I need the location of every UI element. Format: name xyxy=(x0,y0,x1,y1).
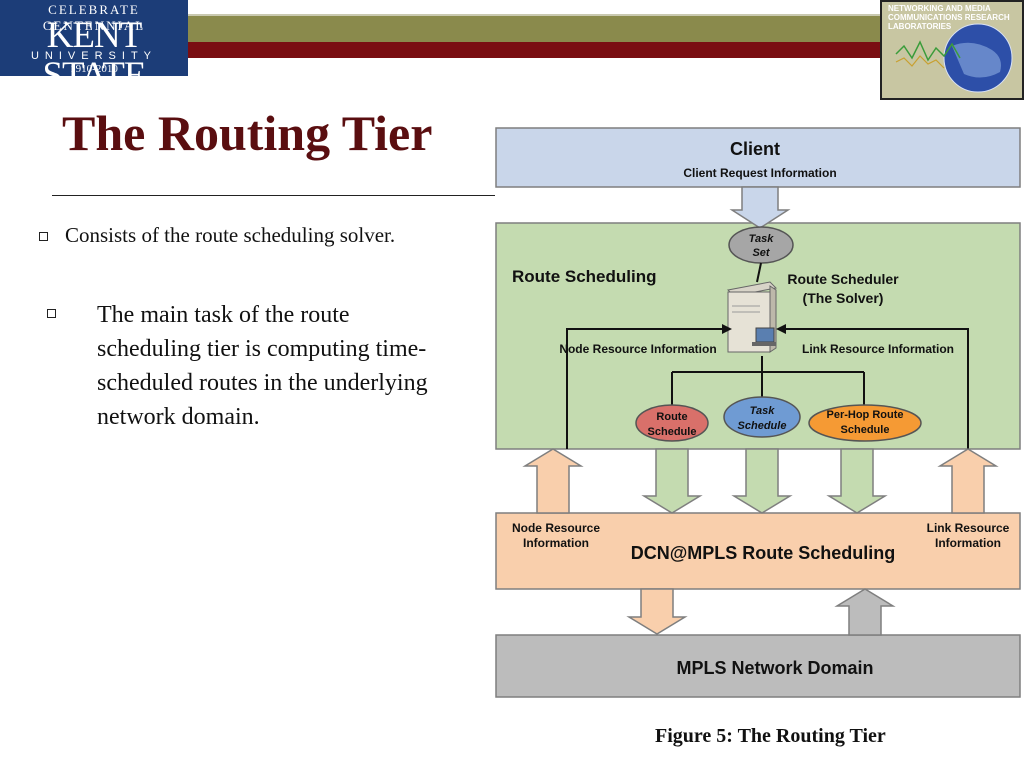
task-schedule-ellipse xyxy=(723,396,801,438)
logo-years-text: 1910-2010 xyxy=(70,63,118,75)
task-schedule-down-arrow xyxy=(731,448,793,514)
kent-state-logo: CELEBRATE CENTENNIAL KENT STATE UNIVERSI… xyxy=(0,0,188,96)
bullet-square-2 xyxy=(47,309,56,318)
link-resource-line xyxy=(786,328,969,449)
node-resource-info-label: Node Resource Information xyxy=(559,342,716,356)
client-request-arrow xyxy=(729,186,791,229)
client-title: Client xyxy=(730,139,780,159)
dcn-to-mpls-arrow xyxy=(626,588,688,635)
logo-arc-text: CELEBRATE CENTENNIAL xyxy=(42,2,146,33)
routing-tier-diagram: Client Client Request Information Route … xyxy=(495,127,1021,698)
header-olive-bar xyxy=(188,16,880,42)
route-schedule-down-arrow xyxy=(641,448,703,514)
header-top-line xyxy=(188,14,880,16)
dcn-link-line1: Link Resource xyxy=(927,521,1010,535)
perhop-line1: Per-Hop Route xyxy=(827,409,904,421)
link-resource-up-arrow xyxy=(937,448,999,514)
task-set-connector xyxy=(756,262,762,283)
route-scheduling-label: Route Scheduling xyxy=(512,267,657,286)
bullet-square-1 xyxy=(39,232,48,241)
route-scheduler-line1: Route Scheduler xyxy=(787,271,899,287)
bullet-2-text: The main task of the route scheduling ti… xyxy=(97,302,428,430)
slide-title: The Routing Tier xyxy=(62,105,433,161)
client-request-info: Client Request Information xyxy=(683,166,836,180)
route-schedule-line1: Route xyxy=(656,411,687,423)
mpls-box xyxy=(495,634,1021,698)
route-schedule-ellipse xyxy=(635,404,709,442)
node-resource-up-arrow xyxy=(522,448,584,514)
client-box xyxy=(495,127,1021,188)
title-rule xyxy=(52,195,495,196)
route-schedule-line2: Schedule xyxy=(648,426,697,438)
dcn-node-line1: Node Resource xyxy=(512,521,600,535)
server-icon xyxy=(726,281,778,353)
mpls-title: MPLS Network Domain xyxy=(676,658,873,678)
figure-caption: Figure 5: The Routing Tier xyxy=(655,725,886,747)
link-resource-info-label: Link Resource Information xyxy=(802,342,954,356)
logo-main-text: KENT STATE xyxy=(42,15,146,96)
header-red-bar xyxy=(188,42,880,58)
task-set-line1: Task xyxy=(749,233,775,245)
globe-icon xyxy=(895,23,1013,93)
logo-sub-text: UNIVERSITY xyxy=(30,50,157,62)
task-schedule-line2: Schedule xyxy=(738,420,787,432)
dcn-box xyxy=(495,512,1021,590)
dcn-node-line2: Information xyxy=(523,536,589,550)
task-set-line2: Set xyxy=(752,247,770,259)
dcn-link-line2: Information xyxy=(935,536,1001,550)
dcn-title: DCN@MPLS Route Scheduling xyxy=(631,543,896,563)
lab-logo-text: NETWORKING AND MEDIA COMMUNICATIONS RESE… xyxy=(888,4,1010,31)
perhop-line2: Schedule xyxy=(841,424,890,436)
perhop-down-arrow xyxy=(826,448,888,514)
mpls-to-dcn-arrow xyxy=(834,588,896,636)
bullet-1-text: Consists of the route scheduling solver. xyxy=(65,223,396,247)
perhop-schedule-ellipse xyxy=(808,404,922,442)
lab-logo: NETWORKING AND MEDIA COMMUNICATIONS RESE… xyxy=(880,0,1024,100)
node-resource-line xyxy=(566,328,722,449)
task-schedule-line1: Task xyxy=(750,405,776,417)
route-scheduler-line2: (The Solver) xyxy=(803,290,884,306)
